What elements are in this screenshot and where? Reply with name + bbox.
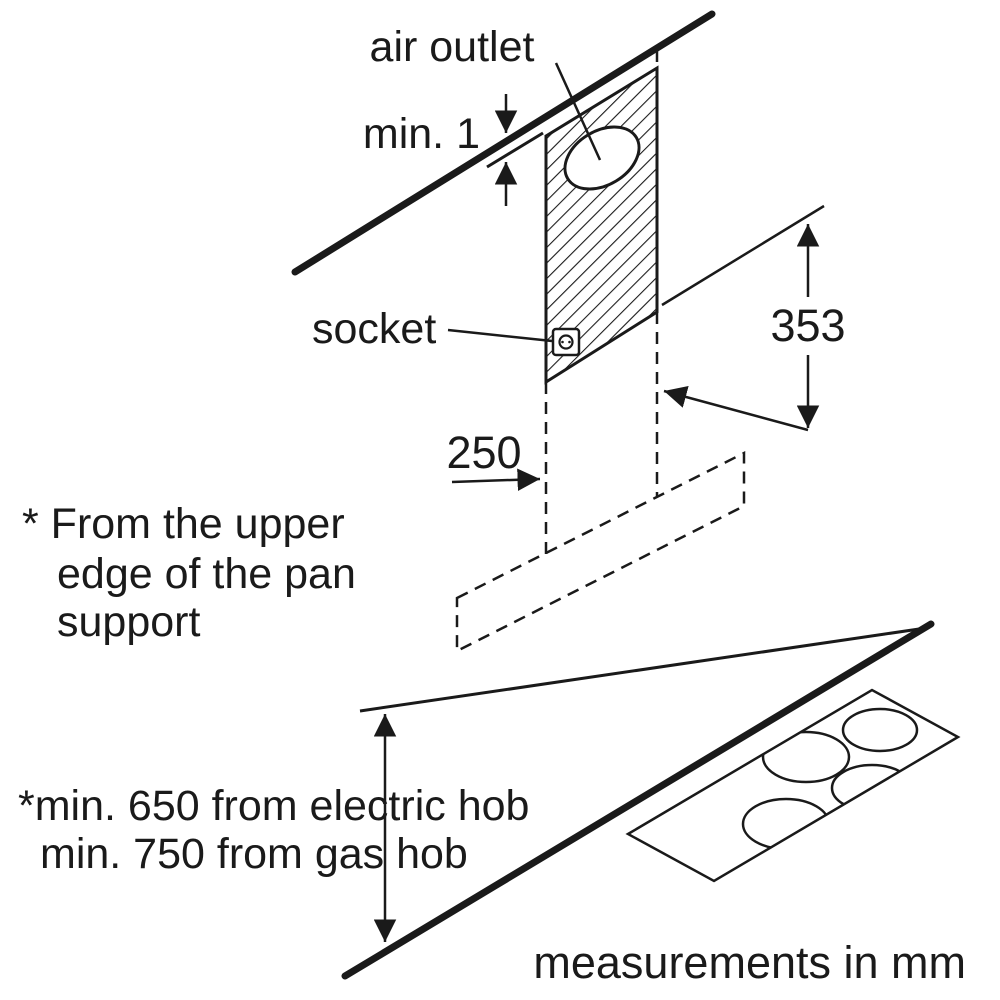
hob-burner-back-right [841, 707, 919, 753]
pan-note-line3: support [57, 598, 200, 646]
pan-note-line1: * From the upper [22, 500, 345, 548]
pan-note-line2: edge of the pan [57, 550, 356, 598]
socket-leader-line [447, 328, 553, 343]
canopy-bottom-edge-line [359, 626, 927, 713]
socket-symbol [551, 327, 581, 357]
socket-symbol-pin-right [568, 340, 571, 344]
dim-250-arrow [451, 468, 541, 492]
dim-353-top-reference-line [661, 204, 825, 307]
ceiling-line [291, 10, 716, 276]
units-label: measurements in mm [533, 937, 966, 988]
dim-353-label: 353 [770, 300, 845, 351]
hob-outline [625, 688, 961, 883]
socket-symbol-circle [558, 334, 574, 350]
socket-label: socket [312, 305, 436, 353]
socket-symbol-pin-left [561, 340, 564, 344]
dim-250-label: 250 [446, 427, 521, 478]
min-gap-label: min. 1 [363, 110, 480, 158]
hob-note-line2: min. 750 from gas hob [40, 830, 468, 878]
air-outlet-leader-line [554, 62, 602, 161]
hob-note-line1: *min. 650 from electric hob [18, 782, 529, 830]
dim-353-bottom-leader-arrow [663, 386, 809, 432]
gap-reference-line [486, 131, 544, 169]
hob-burner-back-left [761, 730, 851, 784]
canopy-dashed-outline [455, 450, 746, 654]
countertop-line [341, 620, 935, 980]
air-outlet-label: air outlet [370, 23, 535, 71]
